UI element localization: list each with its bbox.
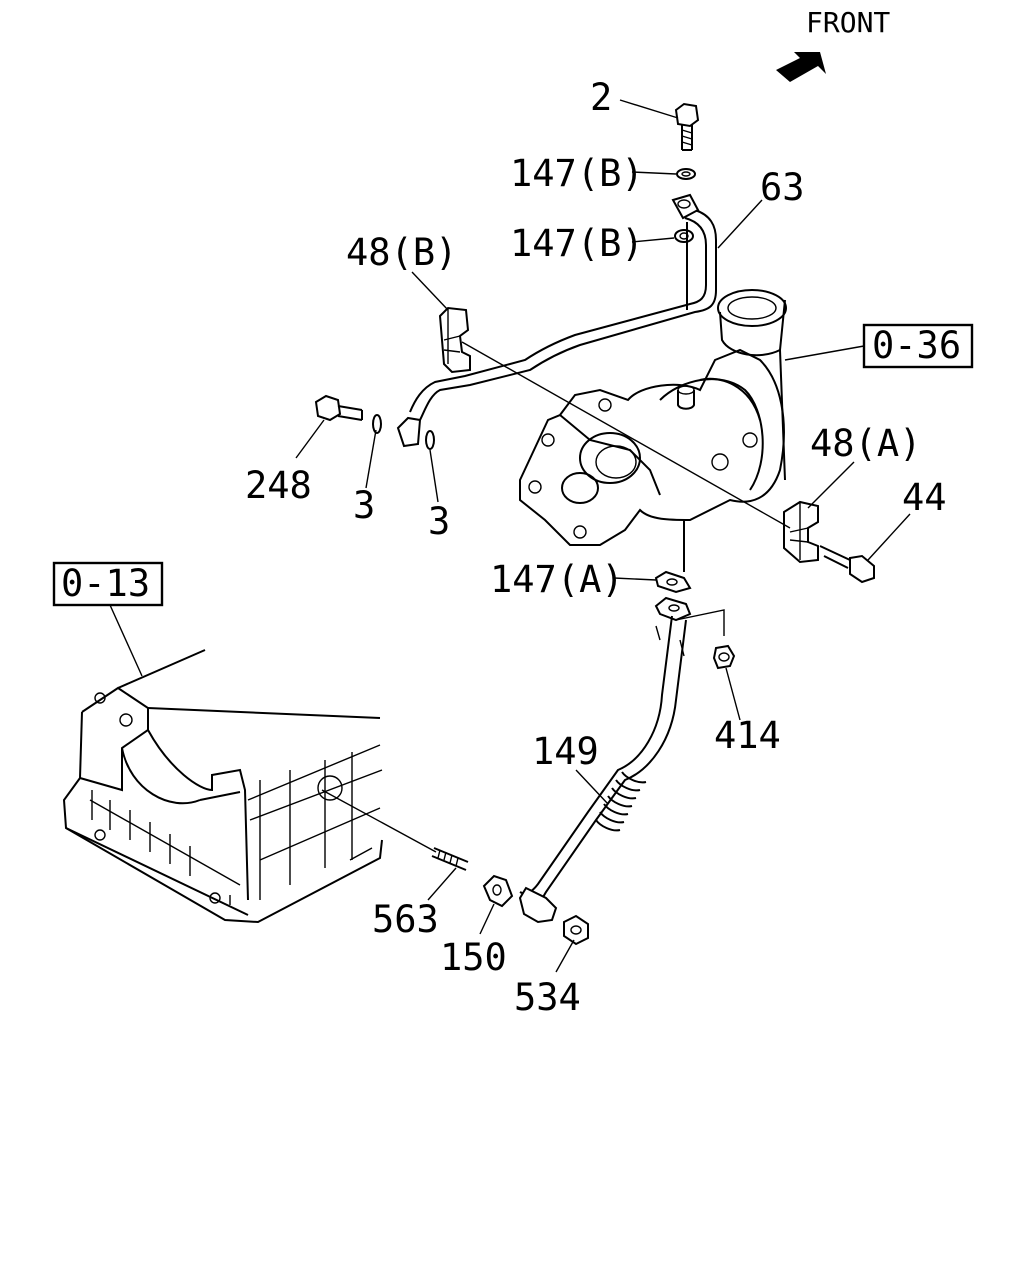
callout-147b-lower: 147(B) — [510, 222, 644, 265]
reference-box-0-36: 0-36 — [784, 323, 974, 369]
bolt-414-drawing — [712, 644, 736, 670]
front-direction-indicator: FRONT — [776, 6, 890, 82]
reference-label-0-36: 0-36 — [872, 324, 961, 367]
callout-44: 44 — [902, 476, 947, 519]
callout-534: 534 — [514, 976, 581, 1019]
callout-63: 63 — [760, 166, 805, 209]
bolt-44-drawing — [819, 545, 875, 584]
reference-box-0-13: 0-13 — [52, 561, 164, 677]
callout-147a: 147(A) — [490, 558, 624, 601]
bolt-248-drawing — [314, 394, 435, 450]
callout-414: 414 — [714, 714, 781, 757]
callout-leaders — [295, 99, 911, 973]
engine-block-drawing — [62, 649, 383, 924]
front-arrow-icon — [776, 52, 826, 82]
callout-48a: 48(A) — [810, 422, 921, 465]
front-label: FRONT — [806, 6, 890, 39]
reference-label-0-13: 0-13 — [61, 562, 150, 605]
callout-150: 150 — [440, 936, 507, 979]
callout-3-right: 3 — [428, 500, 450, 543]
stud-563-drawing — [321, 789, 469, 871]
clamp-48a-drawing — [783, 500, 819, 564]
gasket-150-drawing — [482, 874, 514, 908]
clamp-48b-drawing — [438, 306, 471, 374]
turbocharger-drawing — [519, 289, 787, 546]
callout-563: 563 — [372, 898, 439, 941]
callout-147b-upper: 147(B) — [510, 152, 644, 195]
oil-feed-pipe-drawing — [396, 193, 717, 448]
clamp-guide-line — [461, 341, 791, 529]
nut-534-drawing — [563, 914, 589, 946]
callout-248: 248 — [245, 464, 312, 507]
oil-return-pipe-drawing — [518, 609, 725, 924]
callout-3-left: 3 — [353, 484, 375, 527]
callout-48b: 48(B) — [346, 231, 457, 274]
bolt-2-drawing — [674, 102, 700, 243]
callout-149: 149 — [532, 730, 599, 773]
gasket-147a-drawing — [654, 520, 692, 622]
callout-2: 2 — [590, 76, 612, 119]
